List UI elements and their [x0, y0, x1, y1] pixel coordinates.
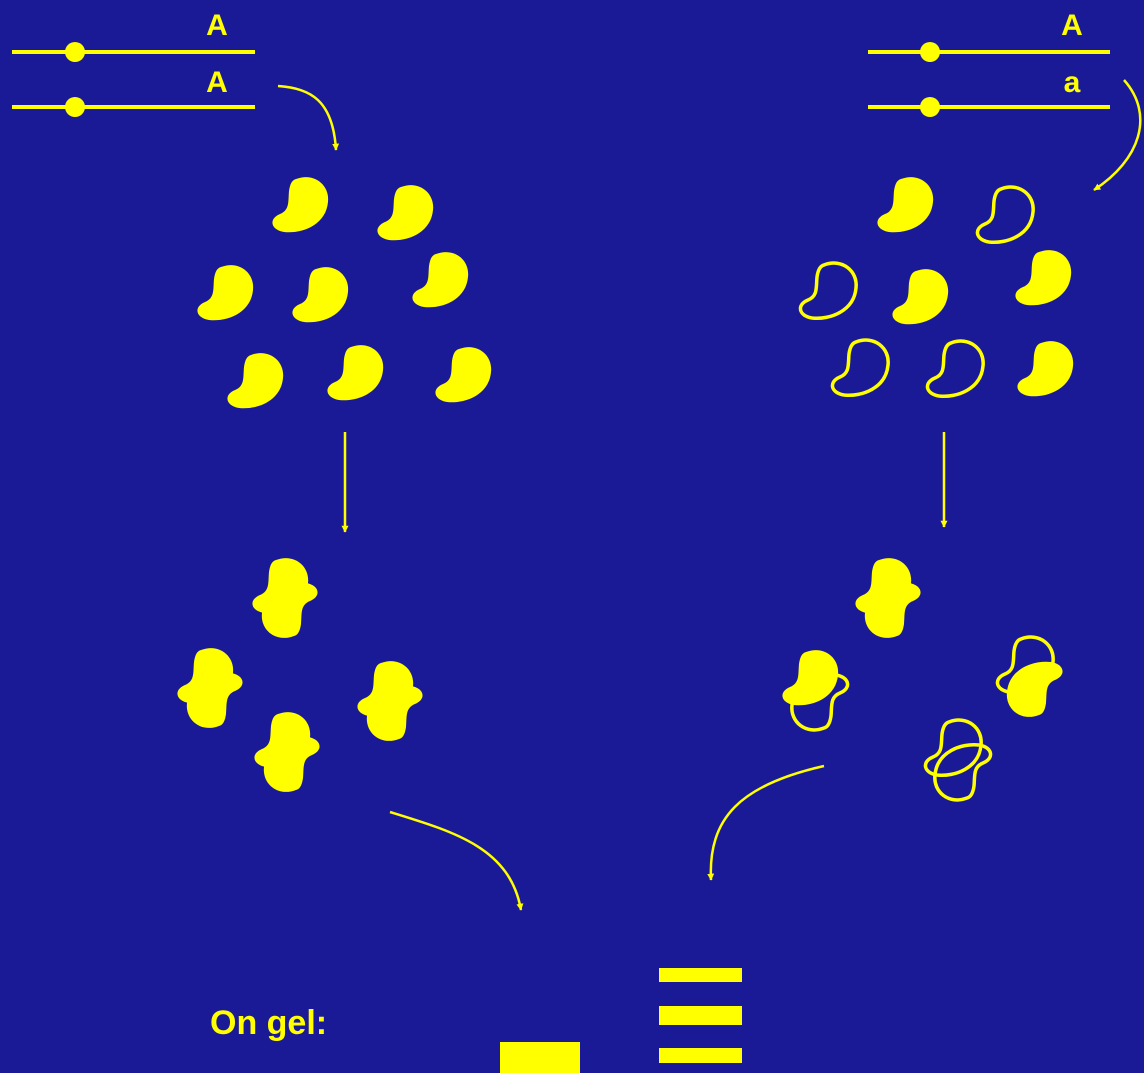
monomer-group — [197, 177, 1073, 408]
protein-monomer-outline — [977, 187, 1033, 242]
arrow-left-dimers-to-gel — [390, 812, 521, 910]
protein-monomer-filled — [435, 347, 491, 402]
protein-dimer-filled-filled — [855, 558, 920, 638]
gene-locus-dot — [920, 97, 940, 117]
protein-monomer-outline — [927, 341, 983, 396]
allele-label-top: A — [1061, 9, 1083, 42]
arrow-right-dimers-to-gel — [711, 766, 824, 880]
allele-label-bottom: A — [206, 66, 228, 99]
gel-band-right-lane-middle — [659, 1006, 742, 1025]
protein-dimer-outline-outline — [925, 720, 990, 800]
gel-band-right-lane-bottom — [659, 1048, 742, 1063]
chromosome-pair-left: A A — [12, 9, 255, 117]
gel-label: On gel: — [210, 1004, 327, 1042]
protein-monomer-filled — [877, 177, 933, 232]
protein-dimer-filled-filled — [357, 661, 422, 741]
protein-dimer-filled-filled — [252, 558, 317, 638]
protein-monomer-filled — [227, 353, 283, 408]
protein-monomer-outline — [800, 263, 856, 318]
allele-label-top: A — [206, 9, 228, 42]
protein-dimer-filled-filled — [177, 648, 242, 728]
protein-monomer-outline — [832, 340, 888, 395]
dimer-group — [177, 558, 1062, 800]
protein-dimer-filled-outline — [782, 650, 847, 730]
gene-locus-dot — [65, 42, 85, 62]
protein-monomer-filled — [1017, 341, 1073, 396]
protein-monomer-filled — [292, 267, 348, 322]
protein-monomer-filled — [412, 252, 468, 307]
arrow-right-chromosome-to-monomers — [1094, 80, 1140, 190]
arrow-left-chromosome-to-monomers — [278, 86, 336, 150]
chromosome-pair-right: A a — [868, 9, 1110, 117]
dimer-subunit-filled — [1007, 662, 1063, 717]
protein-monomer-filled — [272, 177, 328, 232]
protein-dimer-filled-filled — [254, 712, 319, 792]
gel-band-left-lane — [500, 1042, 580, 1073]
protein-monomer-filled — [197, 265, 253, 320]
gene-locus-dot — [65, 97, 85, 117]
protein-monomer-filled — [377, 185, 433, 240]
allele-label-bottom: a — [1064, 66, 1081, 99]
protein-monomer-filled — [1015, 250, 1071, 305]
gel-band-right-lane-top — [659, 968, 742, 982]
protein-dimer-outline-filled — [997, 637, 1062, 717]
protein-monomer-filled — [327, 345, 383, 400]
protein-monomer-filled — [892, 269, 948, 324]
gel-result: On gel: — [210, 968, 742, 1073]
gene-locus-dot — [920, 42, 940, 62]
